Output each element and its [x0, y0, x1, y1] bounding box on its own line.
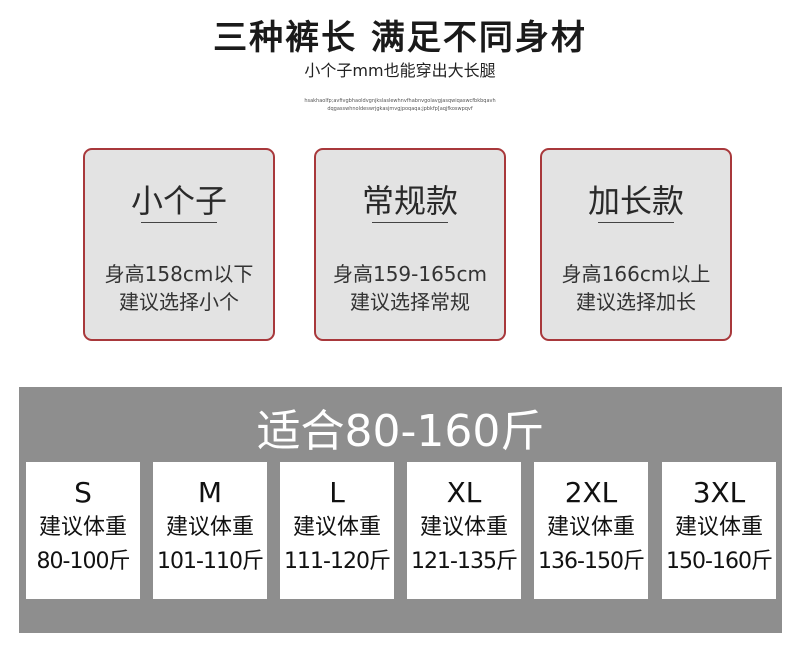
- size-box-3xl: 3XL 建议体重 150-160斤: [662, 462, 776, 599]
- card-title: 加长款: [587, 182, 684, 220]
- size-caption: 建议体重: [292, 515, 381, 540]
- size-caption: 建议体重: [546, 515, 635, 540]
- length-card-regular: 常规款 身高159-165cm 建议选择常规: [314, 148, 506, 341]
- size-box-m: M 建议体重 101-110斤: [153, 462, 267, 599]
- card-description: 身高159-165cm 建议选择常规: [310, 260, 510, 316]
- card-title-underline: [598, 222, 674, 223]
- length-card-long: 加长款 身高166cm以上 建议选择加长: [540, 148, 732, 341]
- size-label: S: [74, 476, 92, 509]
- card-title: 常规款: [361, 182, 458, 220]
- size-label: 2XL: [564, 476, 618, 509]
- weight-size-panel: 适合80-160斤 S 建议体重 80-100斤 M 建议体重 101-110斤…: [19, 387, 782, 633]
- size-weight-range: 80-100斤: [36, 549, 131, 574]
- card-description: 身高166cm以上 建议选择加长: [536, 260, 736, 316]
- size-weight-range: 101-110斤: [157, 549, 264, 574]
- size-weight-range: 136-150斤: [538, 549, 645, 574]
- weight-panel-title: 适合80-160斤: [256, 406, 545, 457]
- card-height-range: 身高158cm以下: [104, 262, 254, 286]
- size-box-s: S 建议体重 80-100斤: [26, 462, 140, 599]
- size-caption: 建议体重: [38, 515, 127, 540]
- size-caption: 建议体重: [419, 515, 508, 540]
- card-title: 小个子: [130, 182, 227, 220]
- page-title: 三种裤长 满足不同身材: [213, 18, 587, 58]
- length-card-petite: 小个子 身高158cm以下 建议选择小个: [83, 148, 275, 341]
- card-recommendation: 建议选择小个: [119, 290, 239, 314]
- card-recommendation: 建议选择加长: [576, 290, 696, 314]
- size-weight-range: 111-120斤: [284, 549, 391, 574]
- size-label: M: [197, 476, 223, 509]
- size-box-2xl: 2XL 建议体重 136-150斤: [534, 462, 648, 599]
- size-label: XL: [446, 476, 482, 509]
- size-caption: 建议体重: [674, 515, 763, 540]
- size-box-xl: XL 建议体重 121-135斤: [407, 462, 521, 599]
- size-weight-range: 150-160斤: [666, 549, 773, 574]
- size-label: 3XL: [692, 476, 746, 509]
- decorative-text-line-1: hsakhaolfp;avfivgbhaoldvgnjkslaslewhnvfh…: [304, 98, 496, 104]
- page-subtitle: 小个子mm也能穿出大长腿: [304, 61, 496, 80]
- size-caption: 建议体重: [165, 515, 254, 540]
- card-recommendation: 建议选择常规: [350, 290, 470, 314]
- size-weight-range: 121-135斤: [411, 549, 518, 574]
- card-height-range: 身高159-165cm: [332, 262, 488, 286]
- card-description: 身高158cm以下 建议选择小个: [79, 260, 279, 316]
- decorative-text-line-2: dqgasswhnoldeswrjgkasjmvgjpoqaqa;jpbkfp[…: [327, 106, 473, 112]
- card-title-underline: [141, 222, 217, 223]
- size-label: L: [329, 476, 345, 509]
- size-box-l: L 建议体重 111-120斤: [280, 462, 394, 599]
- card-title-underline: [372, 222, 448, 223]
- card-height-range: 身高166cm以上: [561, 262, 711, 286]
